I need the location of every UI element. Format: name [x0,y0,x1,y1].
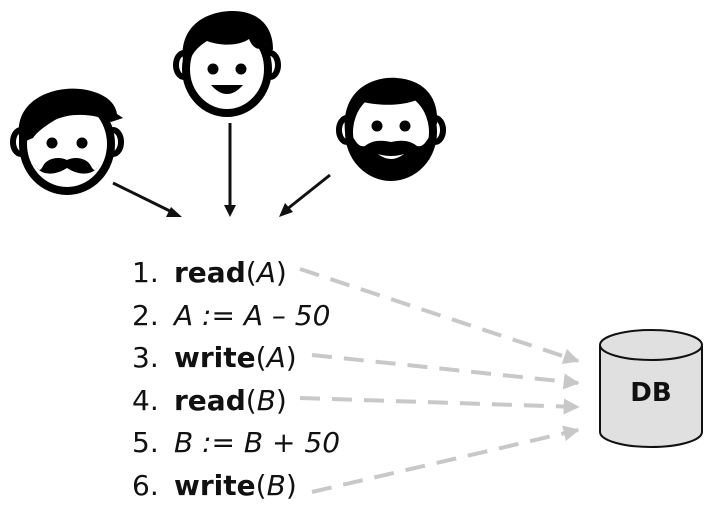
step-expression: B := B + 50 [174,426,341,459]
dashed-arrow-read-a [299,267,580,365]
step-paren-open: ( [255,468,267,502]
man-smiling-icon [173,11,281,117]
step-6: 6. write(B) [132,465,362,508]
step-variable: B [256,383,276,417]
database-cylinder-icon [599,329,703,448]
step-paren-open: ( [245,256,257,289]
step-number: 5. [132,426,159,459]
arrow-user-3 [285,173,331,212]
step-paren-close: ) [285,341,297,374]
step-paren-close: ) [275,383,287,417]
dashed-arrow-write-a [311,353,580,390]
step-variable: B [266,468,286,502]
step-3: 3. write(A) [132,337,362,380]
step-number: 2. [132,298,159,332]
database-label: DB [630,378,672,408]
step-paren-close: ) [285,468,297,502]
step-paren-close: ) [275,256,287,289]
step-4: 4. read(B) [132,380,362,423]
step-expression: A := A – 50 [174,298,331,332]
step-number: 6. [132,468,159,502]
step-number: 1. [132,256,159,289]
step-variable: A [256,256,276,289]
step-paren-open: ( [245,383,257,417]
dashed-arrow-write-b [311,425,580,494]
step-operation: read [174,383,246,417]
step-2: 2. A := A – 50 [132,295,362,338]
step-number: 3. [132,341,159,374]
man-mustache-icon [10,88,124,195]
step-variable: A [266,341,286,374]
step-1: 1. read(A) [132,252,362,295]
step-operation: read [174,256,246,289]
arrow-user-1 [112,181,177,216]
step-operation: write [174,468,256,502]
step-5: 5. B := B + 50 [132,422,362,465]
transaction-steps: 1.read(A) 2.A := A – 50 3.write(A) 4.rea… [132,252,362,507]
step-number: 4. [132,383,159,417]
step-paren-open: ( [255,341,267,374]
dashed-arrow-read-b [299,396,580,415]
arrowhead-user-2 [224,205,236,217]
arrowhead-user-1 [166,207,182,217]
arrowhead-user-3 [279,203,293,217]
man-beard-icon [336,77,446,181]
step-operation: write [174,341,256,374]
